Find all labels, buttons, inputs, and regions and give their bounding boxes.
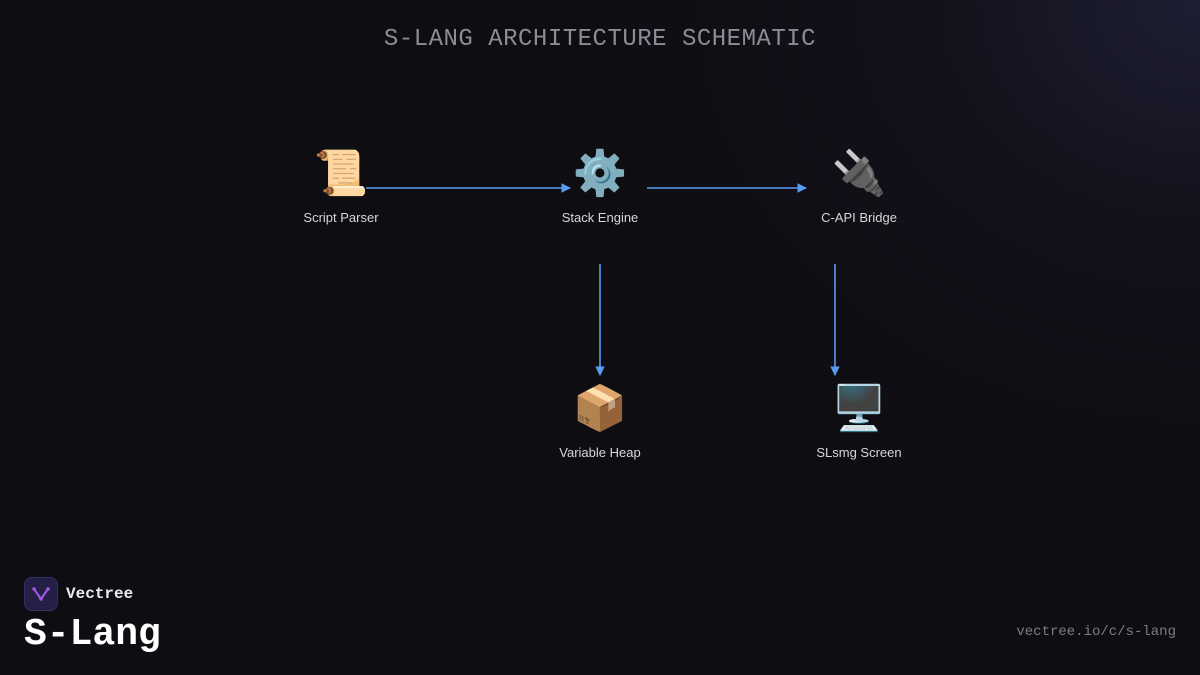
node-label: Stack Engine bbox=[561, 210, 639, 225]
package-icon: 📦 bbox=[572, 384, 628, 433]
gear-icon: ⚙️ bbox=[572, 149, 628, 198]
node-label: C-API Bridge bbox=[821, 210, 897, 225]
node-label: SLsmg Screen bbox=[816, 445, 902, 460]
vectree-logo-icon bbox=[24, 577, 58, 611]
node-slsmg-screen: 🖥️ SLsmg Screen bbox=[779, 383, 939, 460]
node-stack-engine: ⚙️ Stack Engine bbox=[520, 148, 680, 225]
node-variable-heap: 📦 Variable Heap bbox=[520, 383, 680, 460]
node-script-parser: 📜 Script Parser bbox=[261, 148, 421, 225]
node-c-api-bridge: 🔌 C-API Bridge bbox=[779, 148, 939, 225]
node-label: Script Parser bbox=[303, 210, 379, 225]
monitor-icon: 🖥️ bbox=[831, 384, 887, 433]
scroll-icon: 📜 bbox=[313, 149, 369, 198]
brand-name: Vectree bbox=[66, 585, 134, 603]
diagram-title: S-LANG ARCHITECTURE SCHEMATIC bbox=[383, 26, 817, 53]
node-label: Variable Heap bbox=[559, 445, 641, 460]
page-url[interactable]: vectree.io/c/s-lang bbox=[1016, 624, 1176, 640]
product-name: S-Lang bbox=[24, 613, 161, 656]
plug-icon: 🔌 bbox=[831, 149, 887, 198]
brand-block: Vectree S-Lang bbox=[24, 577, 161, 657]
